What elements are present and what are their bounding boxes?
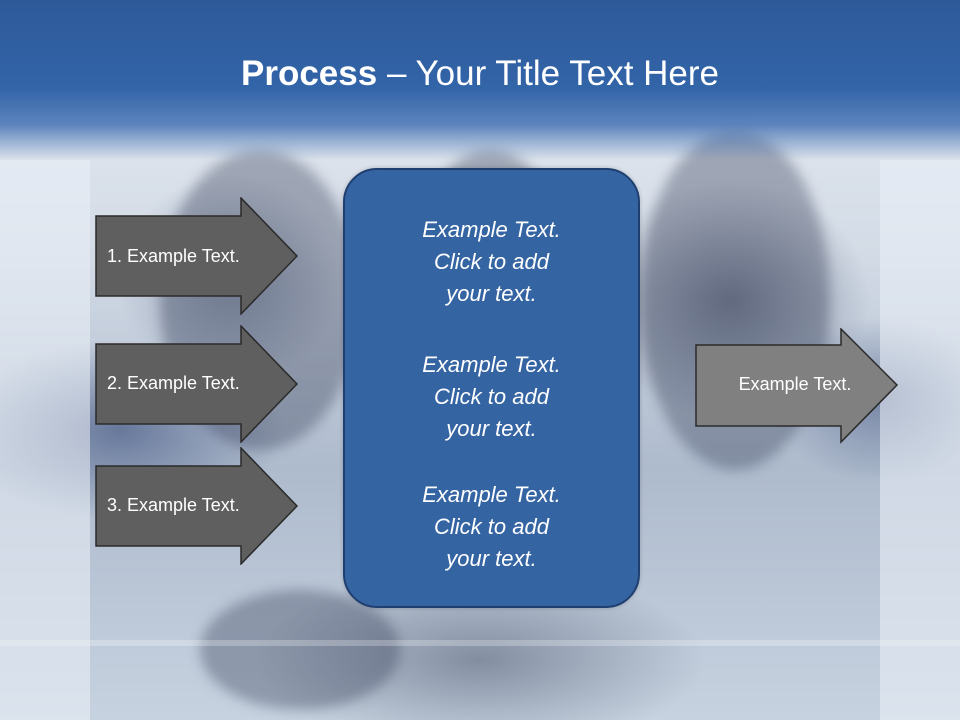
left-arrow-label: 3. Example Text. [107,495,240,515]
center-text-line: Example Text. [422,217,561,242]
center-text-line: Click to add [434,384,549,409]
arrow-shape [95,447,299,565]
title-rest: – Your Title Text Here [377,54,719,93]
left-arrow-label: 2. Example Text. [107,373,240,393]
center-text-line: Example Text. [422,352,561,377]
center-text-line: Click to add [434,514,549,539]
title-band: Process – Your Title Text Here [0,0,960,160]
arrow-shape [95,197,299,315]
title-bold: Process [241,54,378,93]
left-arrow-label: 1. Example Text. [107,246,240,266]
background-floor [0,640,960,646]
center-text-block: Example Text. Click to add your text. [345,479,638,575]
center-text-line: Example Text. [422,482,561,507]
arrow-shape [695,328,899,444]
right-arrow-label: Example Text. [738,374,852,394]
right-arrow: Example Text. [695,328,899,444]
page-title: Process – Your Title Text Here [0,50,960,98]
left-arrow-2: 2. Example Text. [95,325,299,443]
center-text-line: Click to add [434,249,549,274]
left-arrow-1: 1. Example Text. [95,197,299,315]
center-text-line: your text. [446,416,537,441]
center-text-block: Example Text. Click to add your text. [345,349,638,445]
background-figure [200,590,400,710]
center-text-line: your text. [446,281,537,306]
center-text-box[interactable]: Example Text. Click to add your text. Ex… [343,168,640,608]
center-text-block: Example Text. Click to add your text. [345,214,638,310]
background-pillar [880,160,960,720]
center-text-line: your text. [446,546,537,571]
left-arrow-3: 3. Example Text. [95,447,299,565]
background-pillar [0,160,90,720]
arrow-shape [95,325,299,443]
